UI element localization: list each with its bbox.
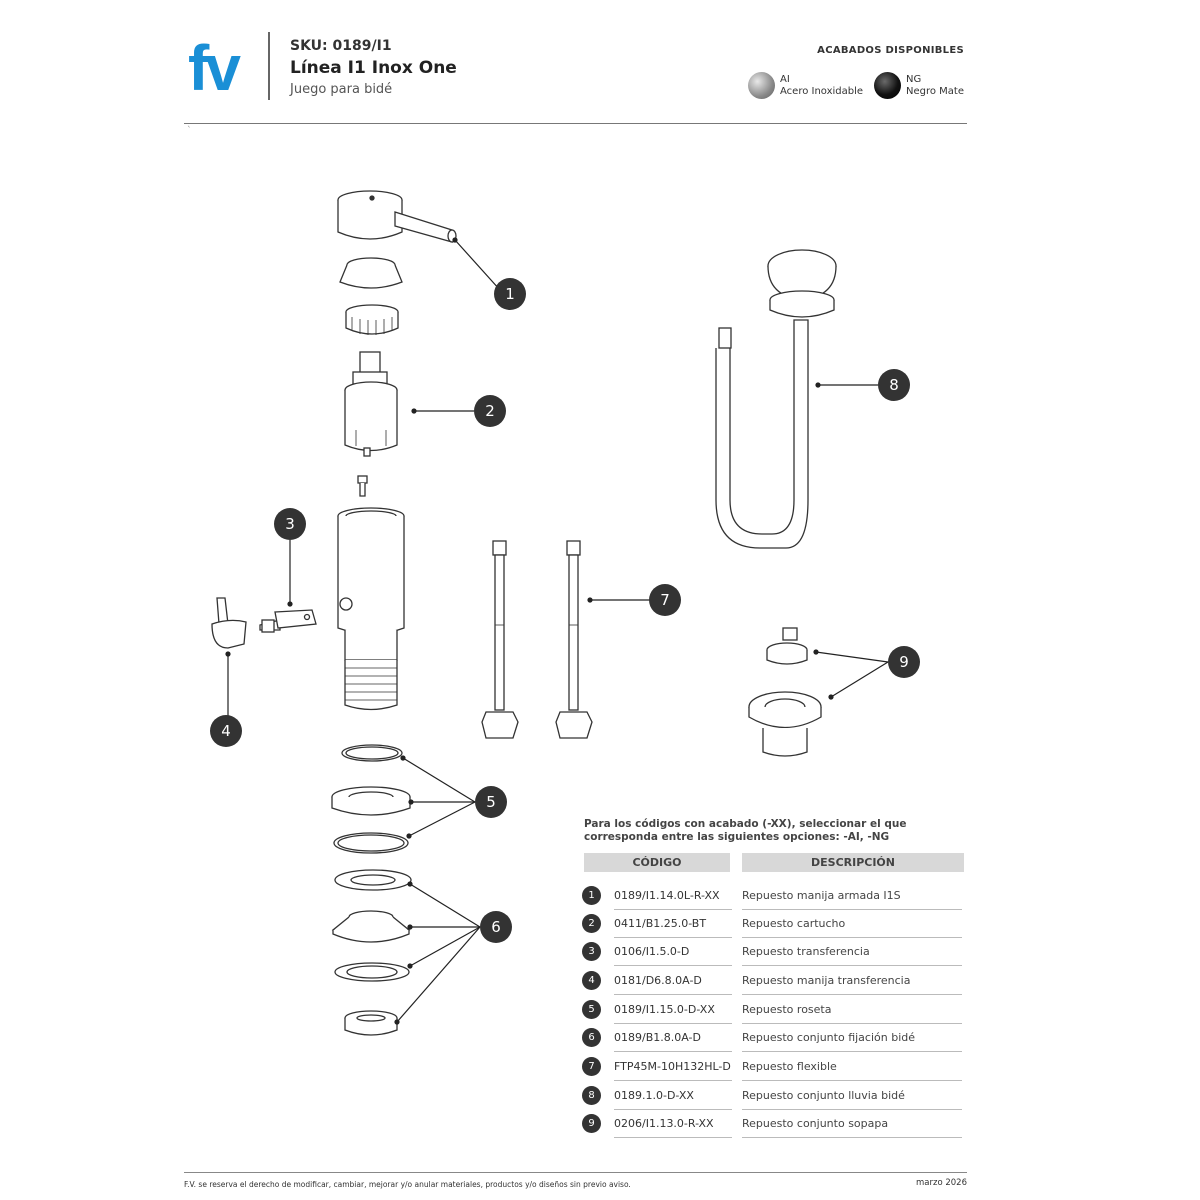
table-row: 5 0189/I1.15.0-D-XX Repuesto roseta: [582, 996, 962, 1024]
callout-9: 9: [888, 646, 920, 678]
cap-ring-part: [339, 257, 403, 289]
table-row: 7 FTP45M-10H132HL-D Repuesto flexible: [582, 1053, 962, 1081]
table-row: 1 0189/I1.14.0L-R-XX Repuesto manija armad…: [582, 882, 962, 910]
row-code: 0411/B1.25.0-BT: [614, 917, 707, 930]
row-code: 0189/I1.14.0L-R-XX: [614, 889, 720, 902]
row-number: 5: [582, 1000, 601, 1019]
row-code: 0189.1.0-D-XX: [614, 1089, 694, 1102]
row-desc: Repuesto roseta: [742, 1003, 832, 1016]
table-header-code: CÓDIGO: [584, 853, 730, 872]
callout-7: 7: [649, 584, 681, 616]
footer-disclaimer: F.V. se reserva el derecho de modificar,…: [184, 1180, 631, 1189]
handle-part: [337, 190, 457, 243]
row-desc: Repuesto conjunto sopapa: [742, 1117, 889, 1130]
sopapa-part: [748, 627, 822, 757]
finish-code: AI: [780, 73, 790, 85]
row-desc: Repuesto flexible: [742, 1060, 837, 1073]
body-part: [337, 507, 405, 711]
row-number: 2: [582, 914, 601, 933]
callout-5: 5: [475, 786, 507, 818]
nut-part: [345, 304, 399, 335]
row-desc: Repuesto conjunto lluvia bidé: [742, 1089, 905, 1102]
table-row: 9 0206/I1.13.0-R-XX Repuesto conjunto sopa…: [582, 1110, 962, 1138]
row-number: 9: [582, 1114, 601, 1133]
row-code: 0181/D6.8.0A-D: [614, 974, 702, 987]
header-divider: [268, 32, 270, 100]
footer-rule: [184, 1172, 967, 1173]
callout-8: 8: [878, 369, 910, 401]
screw-part: [357, 475, 368, 497]
row-code: 0189/I1.15.0-D-XX: [614, 1003, 715, 1016]
row-desc: Repuesto conjunto fijación bidé: [742, 1031, 916, 1044]
spray-hose-part: [715, 249, 837, 549]
row-number: 8: [582, 1086, 601, 1105]
finish-name: Negro Mate: [906, 85, 964, 97]
table-header-desc: DESCRIPCIÓN: [742, 853, 964, 872]
footer-date: marzo 2026: [916, 1178, 967, 1188]
callout-1: 1: [494, 278, 526, 310]
callout-4: 4: [210, 715, 242, 747]
sku-label: SKU: 0189/I1: [290, 38, 392, 54]
table-row: 6 0189/B1.8.0A-D Repuesto conjunto fijació…: [582, 1024, 962, 1052]
row-code: FTP45M-10H132HL-D: [614, 1060, 731, 1073]
finish-swatch-ai: [748, 72, 775, 99]
callout-6: 6: [480, 911, 512, 943]
table-row: 2 0411/B1.25.0-BT Repuesto cartucho: [582, 910, 962, 938]
row-number: 4: [582, 971, 601, 990]
row-number: 6: [582, 1028, 601, 1047]
callout-3: 3: [274, 508, 306, 540]
header-rule: [184, 123, 967, 124]
row-desc: Repuesto transferencia: [742, 945, 870, 958]
svg-text:fv: fv: [188, 36, 241, 96]
transfer-part: [259, 609, 317, 633]
row-number: 1: [582, 886, 601, 905]
header-tick: `: [187, 126, 192, 136]
row-code: 0206/I1.13.0-R-XX: [614, 1117, 714, 1130]
callout-2: 2: [474, 395, 506, 427]
fv-logo: fv: [188, 32, 252, 104]
product-name: Juego para bidé: [290, 82, 393, 97]
cartridge-part: [344, 351, 398, 457]
transfer-handle-part: [211, 597, 247, 649]
table-row: 3 0106/I1.5.0-D Repuesto transferencia: [582, 938, 962, 966]
product-line-title: Línea I1 Inox One: [290, 58, 457, 78]
finish-swatch-ng: [874, 72, 901, 99]
row-code: 0106/I1.5.0-D: [614, 945, 690, 958]
finishes-title: ACABADOS DISPONIBLES: [817, 45, 964, 56]
row-desc: Repuesto manija transferencia: [742, 974, 911, 987]
row-code: 0189/B1.8.0A-D: [614, 1031, 701, 1044]
roseta-parts: [331, 744, 411, 854]
flexible-pipes: [481, 540, 593, 739]
table-row: 4 0181/D6.8.0A-D Repuesto manija transfere…: [582, 967, 962, 995]
table-row: 8 0189.1.0-D-XX Repuesto conjunto lluvia b…: [582, 1082, 962, 1110]
row-desc: Repuesto manija armada I1S: [742, 889, 901, 902]
row-desc: Repuesto cartucho: [742, 917, 846, 930]
finish-code: NG: [906, 73, 922, 85]
finish-note: Para los códigos con acabado (-XX), sele…: [584, 818, 907, 843]
row-number: 3: [582, 942, 601, 961]
fijacion-parts: [331, 869, 412, 1036]
finish-name: Acero Inoxidable: [780, 85, 864, 97]
row-number: 7: [582, 1057, 601, 1076]
